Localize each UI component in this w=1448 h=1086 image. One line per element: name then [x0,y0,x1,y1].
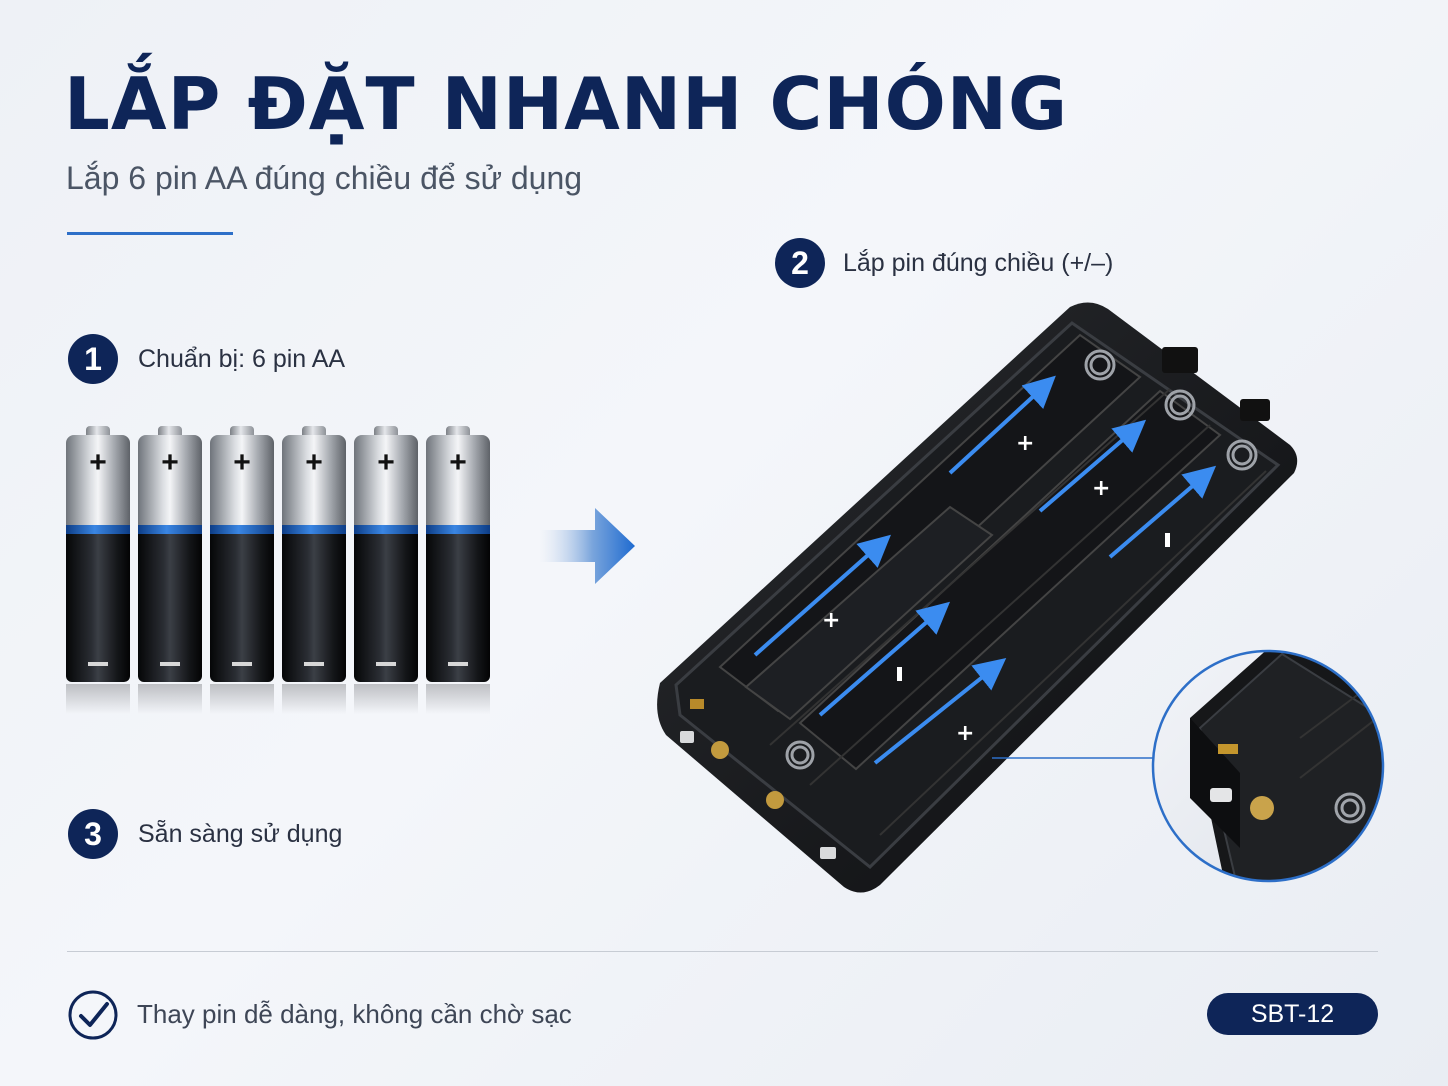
step-3-number-badge: 3 [68,809,118,859]
plus-sign-icon: + [305,446,323,479]
plus-sign-icon: + [377,446,395,479]
step-1-number-badge: 1 [68,334,118,384]
step-2-label: Lắp pin đúng chiều (+/–) [843,248,1114,277]
step-2-number-badge: 2 [775,238,825,288]
footer-divider [67,951,1378,952]
minus-sign-icon [376,662,396,666]
page-title: LẮP ĐẶT NHANH CHÓNG [64,62,1069,146]
check-circle-icon [68,990,118,1040]
aa-battery: + [354,426,418,714]
minus-sign-icon [304,662,324,666]
plus-sign-icon: + [233,446,251,479]
minus-sign-icon [897,667,902,681]
arrow-right-icon [540,508,635,584]
contact-zoom-detail-image [1151,649,1385,883]
aa-battery: + [282,426,346,714]
plus-sign-icon: + [89,446,107,479]
aa-battery-group: + + + + + + [66,426,496,716]
battery-case-image: + + + + [657,302,1298,893]
step-3-label: Sẵn sàng sử dụng [138,819,343,848]
plus-sign-icon: + [161,446,179,479]
minus-sign-icon [160,662,180,666]
footer-note: Thay pin dễ dàng, không cần chờ sạc [137,999,572,1029]
minus-sign-icon [88,662,108,666]
minus-sign-icon [232,662,252,666]
plus-sign-icon: + [1092,476,1110,501]
plus-sign-icon: + [1016,431,1034,456]
plus-sign-icon: + [449,446,467,479]
model-badge: SBT-12 [1207,993,1378,1035]
aa-battery: + [138,426,202,714]
aa-battery: + [426,426,490,714]
minus-sign-icon [448,662,468,666]
step-1-label: Chuẩn bị: 6 pin AA [138,344,346,373]
page-subtitle: Lắp 6 pin AA đúng chiều để sử dụng [66,160,583,196]
step-1: 1 Chuẩn bị: 6 pin AA [68,334,345,384]
step-3: 3 Sẵn sàng sử dụng [68,809,342,859]
title-accent-divider [67,232,233,235]
plus-sign-icon: + [822,608,840,633]
step-2: 2 Lắp pin đúng chiều (+/–) [775,238,1113,288]
aa-battery: + [66,426,130,714]
plus-sign-icon: + [956,721,974,746]
minus-sign-icon [1165,533,1170,547]
aa-battery: + [210,426,274,714]
